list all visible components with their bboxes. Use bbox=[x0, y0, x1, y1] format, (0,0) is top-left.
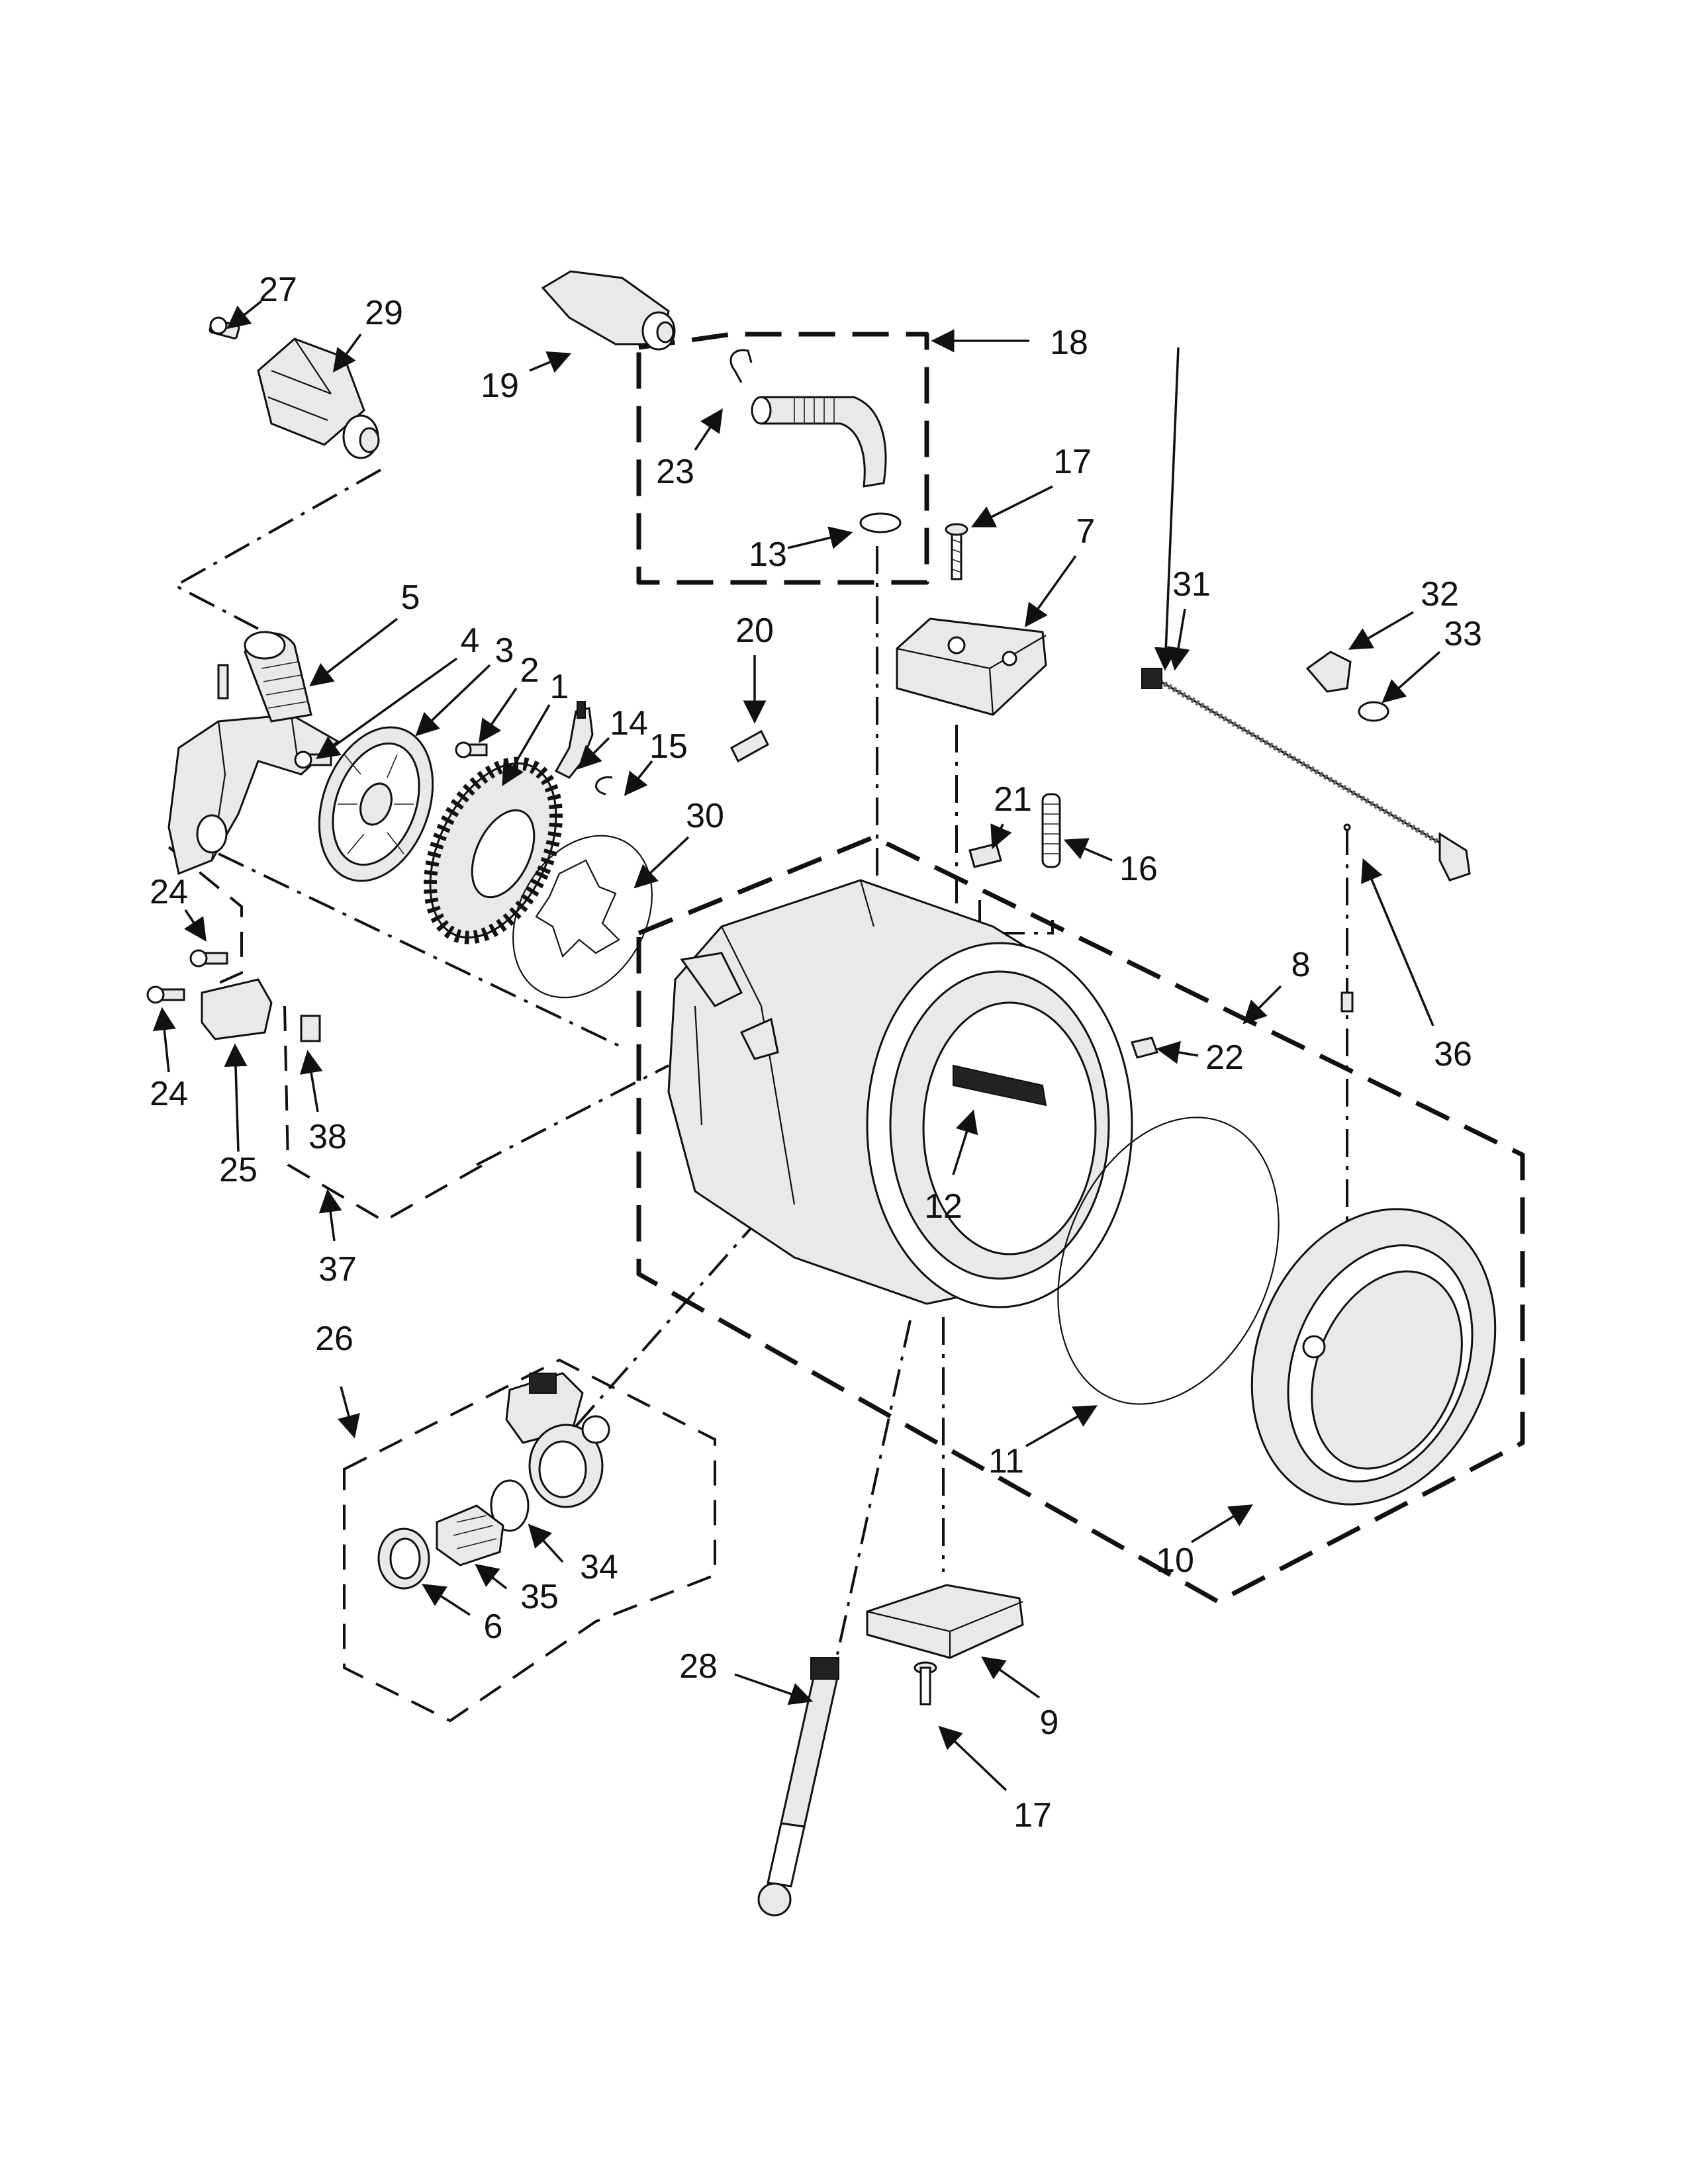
callout-11: 11 bbox=[988, 1442, 1024, 1480]
callout-16: 16 bbox=[1119, 850, 1158, 888]
part-10-front-tub-ring bbox=[1250, 1208, 1497, 1506]
part-16-spring bbox=[1041, 793, 1061, 868]
part-13-clamp bbox=[859, 512, 902, 533]
part-3-rotor bbox=[318, 726, 434, 882]
part-22-clip bbox=[1131, 1036, 1158, 1059]
part-11-front-gasket bbox=[1057, 1116, 1280, 1405]
callout-1: 1 bbox=[550, 668, 569, 706]
centerline-heater bbox=[476, 1064, 669, 1166]
centerline-29-to-5 bbox=[172, 469, 381, 630]
group-18-boundary bbox=[636, 332, 929, 585]
part-38-heater bbox=[300, 1015, 438, 1120]
leader-arrows bbox=[152, 300, 1441, 1792]
callout-14: 14 bbox=[610, 704, 648, 743]
part-23-clamp bbox=[729, 349, 753, 383]
callout-33: 33 bbox=[1444, 615, 1482, 653]
part-27-screw bbox=[209, 316, 240, 340]
part-7-top-bracket bbox=[896, 617, 1047, 716]
callout-13: 13 bbox=[749, 535, 787, 574]
part-31-drain-hose bbox=[1141, 668, 1471, 882]
centerline-pump bbox=[575, 1226, 753, 1428]
part-33-ring bbox=[1358, 701, 1389, 722]
part-15-ring bbox=[595, 776, 613, 796]
part-17-screw-top bbox=[945, 523, 968, 580]
centerline-28 bbox=[836, 1320, 912, 1655]
group-8-tub-boundary bbox=[636, 835, 1525, 1604]
part-34-seal bbox=[490, 1479, 530, 1532]
callout-20: 20 bbox=[735, 612, 774, 650]
callout-18: 18 bbox=[1050, 324, 1088, 362]
part-12-outer-tub bbox=[667, 879, 1133, 1308]
callout-37: 37 bbox=[318, 1250, 357, 1289]
callout-8: 8 bbox=[1291, 946, 1311, 984]
callout-29: 29 bbox=[365, 294, 403, 332]
part-28-damper bbox=[757, 1657, 839, 1917]
callout-5: 5 bbox=[401, 578, 420, 617]
part-20-clip bbox=[730, 729, 769, 763]
callout-10: 10 bbox=[1156, 1541, 1194, 1580]
centerline-21-16 bbox=[978, 900, 1054, 934]
callout-17-bottom: 17 bbox=[1013, 1796, 1052, 1835]
callout-36: 36 bbox=[1434, 1035, 1472, 1073]
callout-23: 23 bbox=[656, 453, 694, 491]
callout-34: 34 bbox=[580, 1548, 618, 1586]
part-26-drain-pump bbox=[505, 1372, 610, 1508]
callout-26: 26 bbox=[315, 1320, 353, 1358]
part-24-screw-b bbox=[146, 985, 185, 1004]
part-36-rod bbox=[1340, 823, 1354, 1013]
callout-15: 15 bbox=[649, 727, 688, 766]
part-14-sensor bbox=[554, 701, 594, 779]
callout-38: 38 bbox=[308, 1118, 347, 1156]
callout-19: 19 bbox=[481, 367, 519, 405]
callout-9: 9 bbox=[1040, 1704, 1059, 1742]
part-35-filter bbox=[436, 1504, 504, 1567]
part-24-screw-a bbox=[189, 949, 228, 968]
callout-labels: 27 29 19 18 23 13 17 7 20 5 4 3 2 1 14 1… bbox=[150, 271, 1482, 1835]
callout-22: 22 bbox=[1205, 1038, 1244, 1077]
callout-3: 3 bbox=[495, 631, 514, 670]
callout-27: 27 bbox=[259, 271, 297, 309]
centerline-5-to-tub bbox=[218, 852, 620, 1047]
callout-28: 28 bbox=[679, 1647, 718, 1686]
part-9-bottom-bracket bbox=[866, 1584, 1024, 1659]
part-25-bracket bbox=[201, 978, 273, 1040]
part-5-sump-hose bbox=[167, 631, 340, 876]
callout-35: 35 bbox=[520, 1578, 559, 1616]
part-19-bellows-adapter bbox=[541, 270, 676, 351]
callout-4: 4 bbox=[461, 621, 480, 660]
callout-6: 6 bbox=[484, 1608, 503, 1646]
callout-12: 12 bbox=[924, 1187, 962, 1226]
part-30-gasket-plate bbox=[512, 835, 653, 999]
callout-24-upper: 24 bbox=[150, 873, 188, 911]
callout-17-top: 17 bbox=[1053, 443, 1092, 481]
callout-7: 7 bbox=[1076, 512, 1096, 551]
part-18-hose bbox=[751, 396, 887, 488]
group-26-pump-boundary bbox=[343, 1358, 716, 1723]
group-24-bracket bbox=[167, 846, 243, 987]
part-1-stator bbox=[424, 756, 563, 944]
callout-30: 30 bbox=[686, 797, 724, 835]
part-32-clip bbox=[1305, 651, 1352, 693]
part-21-clip bbox=[968, 842, 1002, 868]
callout-31: 31 bbox=[1172, 565, 1211, 604]
part-17-screw-bottom bbox=[914, 1661, 937, 1706]
callout-2: 2 bbox=[520, 651, 539, 690]
part-2-bolt bbox=[455, 741, 488, 758]
callout-21: 21 bbox=[994, 780, 1032, 819]
callout-24-lower: 24 bbox=[150, 1075, 188, 1113]
part-4-bolt bbox=[294, 751, 332, 769]
part-29-inlet-hose-fitting bbox=[257, 338, 380, 459]
part-6-filter-cap bbox=[377, 1527, 430, 1590]
callout-32: 32 bbox=[1421, 575, 1459, 614]
callout-25: 25 bbox=[219, 1151, 258, 1189]
